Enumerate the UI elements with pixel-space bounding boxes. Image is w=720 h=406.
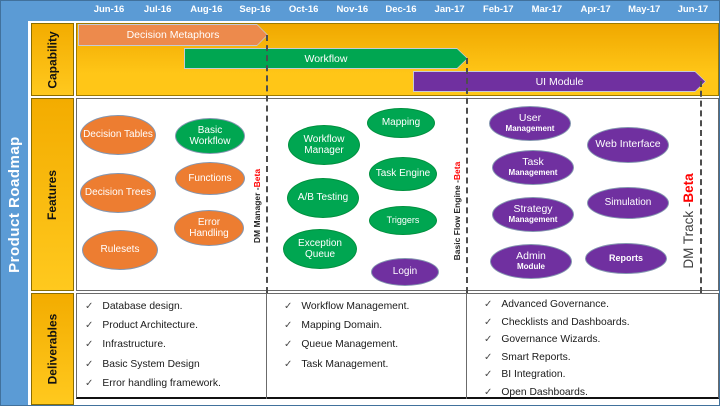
deliverable-item: ✓BI Integration.: [484, 369, 566, 381]
feature-triggers: Triggers: [369, 206, 437, 235]
row-label-capability: Capability: [31, 23, 74, 96]
deliverable-item: ✓Queue Management.: [284, 339, 399, 351]
check-icon: ✓: [85, 358, 94, 370]
feature-rulesets: Rulesets: [82, 230, 158, 270]
timeline-month-label: Feb-17: [482, 4, 514, 15]
row-label-deliverables: Deliverables: [31, 293, 74, 405]
deliverable-item: ✓Workflow Management.: [284, 301, 410, 313]
feature-decision-trees: Decision Trees: [80, 173, 156, 213]
timeline-month-label: Jan-17: [434, 4, 465, 15]
timeline-month-label: Dec-16: [385, 4, 417, 15]
check-icon: ✓: [284, 301, 293, 313]
check-icon: ✓: [85, 377, 94, 389]
deliverable-item: ✓Mapping Domain.: [284, 320, 383, 332]
milestone-label-dm-track: DM Track - Beta: [680, 173, 696, 269]
feature-ab-testing: A/B Testing: [287, 178, 359, 218]
milestone-line-dm-track: [700, 81, 702, 293]
check-icon: ✓: [484, 351, 493, 363]
timeline-month-label: May-17: [628, 4, 661, 15]
deliverables-list-2: ✓Workflow Management. ✓Mapping Domain. ✓Qu…: [284, 297, 459, 374]
deliverable-item: ✓Governance Wizards.: [484, 334, 601, 346]
check-icon: ✓: [284, 339, 293, 351]
feature-web-interface: Web Interface: [587, 127, 669, 163]
deliverables-separator-1: [266, 293, 267, 399]
deliverable-item: ✓Infrastructure.: [85, 339, 166, 351]
feature-decision-tables: Decision Tables: [80, 115, 156, 155]
milestone-label-basic-flow-engine: Basic Flow Engine - Beta: [452, 161, 462, 261]
feature-task-engine: Task Engine: [369, 157, 437, 191]
timeline-header: Jun-16 Jul-16 Aug-16 Sep-16 Oct-16 Nov-16 Dec-…: [1, 1, 719, 21]
capability-bar-decision-metaphors: Decision Metaphors: [78, 24, 268, 46]
sidebar: Product Roadmap: [1, 1, 28, 405]
check-icon: ✓: [85, 320, 94, 332]
milestone-line-dm-manager: [266, 35, 268, 293]
feature-mapping: Mapping: [367, 108, 435, 138]
deliverable-item: ✓Open Dashboards.: [484, 386, 588, 398]
check-icon: ✓: [484, 369, 493, 381]
check-icon: ✓: [284, 358, 293, 370]
feature-exception-queue: Exception Queue: [283, 229, 357, 269]
timeline-month-label: Jul-16: [143, 4, 172, 15]
deliverable-item: ✓Basic System Design: [85, 358, 200, 370]
check-icon: ✓: [484, 334, 493, 346]
deliverable-item: ✓Database design.: [85, 301, 183, 313]
feature-simulation: Simulation: [587, 187, 669, 219]
deliverable-item: ✓Checklists and Dashboards.: [484, 316, 630, 328]
deliverable-item: ✓Smart Reports.: [484, 351, 571, 363]
milestone-line-basic-flow-engine: [466, 58, 468, 293]
deliverables-separator-2: [466, 293, 467, 399]
timeline-month-label: Mar-17: [531, 4, 563, 15]
timeline-month-label: Sep-16: [239, 4, 271, 15]
capability-bar-ui-module: UI Module: [413, 71, 706, 92]
feature-reports: Reports: [585, 243, 667, 274]
deliverables-row: [76, 293, 719, 399]
deliverable-item: ✓Task Management.: [284, 358, 389, 370]
deliverables-list-3: ✓Advanced Governance. ✓Checklists and Das…: [484, 296, 714, 401]
timeline-month-label: Nov-16: [336, 4, 369, 15]
feature-functions: Functions: [175, 162, 245, 195]
capability-bar-workflow: Workflow: [184, 48, 468, 69]
deliverable-item: ✓Product Architecture.: [85, 320, 198, 332]
deliverables-list-1: ✓Database design.✓Product Architecture.✓…: [85, 297, 260, 393]
feature-error-handling: Error Handling: [174, 210, 244, 246]
timeline-months: Jun-16 Jul-16 Aug-16 Sep-16 Oct-16 Nov-16 Dec-…: [87, 4, 715, 15]
check-icon: ✓: [284, 320, 293, 332]
check-icon: ✓: [85, 339, 94, 351]
timeline-month-label: Aug-16: [190, 4, 223, 15]
check-icon: ✓: [484, 386, 493, 398]
check-icon: ✓: [85, 301, 94, 313]
feature-workflow-manager: Workflow Manager: [288, 125, 360, 165]
feature-basic-workflow: Basic Workflow: [175, 118, 245, 154]
deliverable-item: ✓Advanced Governance.: [484, 299, 610, 311]
timeline-month-label: Oct-16: [288, 4, 319, 15]
check-icon: ✓: [484, 316, 493, 328]
milestone-label-dm-manager: DM Manager - Beta: [252, 168, 262, 244]
row-label-features: Features: [31, 98, 74, 291]
timeline-month-label: Jun-17: [677, 4, 709, 15]
timeline-month-label: Apr-17: [580, 4, 611, 15]
timeline-month-label: Jun-16: [93, 4, 125, 15]
page-title: Product Roadmap: [6, 135, 23, 273]
deliverable-item: ✓Error handling framework.: [85, 377, 221, 389]
feature-login: Login: [371, 258, 439, 286]
check-icon: ✓: [484, 299, 493, 311]
